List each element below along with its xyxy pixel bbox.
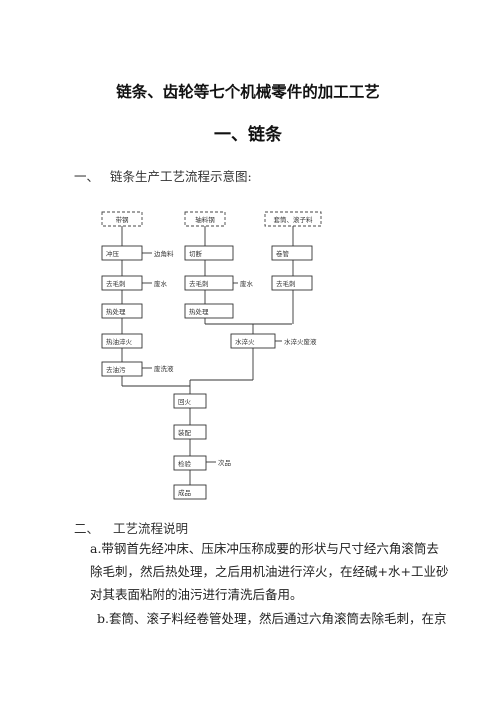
flow-c3-step-2: 去毛刺 xyxy=(276,279,296,288)
flow-c2-box-1 xyxy=(184,245,234,261)
flow-c2-step-3: 热处理 xyxy=(189,307,209,316)
flow-side-scrap: 边角料 xyxy=(154,249,174,258)
paragraph-a-line-3: 对其表面粘附的油污进行清洗后备用。 xyxy=(90,587,303,602)
paragraph-a-line-1: a.带钢首先经冲床、压床冲压称成要的形状与尺寸经六角滚筒去 xyxy=(90,541,439,556)
paragraph-b-line-1: b.套筒、滚子料经卷管处理，然后通过六角滚筒去除毛刺，在京 xyxy=(97,611,447,626)
flow-c3-box-1 xyxy=(271,245,313,261)
flow-src-1-box xyxy=(101,211,143,227)
flow-c1-step-4: 热油淬火 xyxy=(106,337,133,346)
flow-c2-step-1: 切断 xyxy=(189,249,203,258)
flow-src-3: 套筒、滚子料 xyxy=(274,215,314,224)
flow-src-2-box xyxy=(184,211,226,227)
flow-c1-step-1: 冲压 xyxy=(106,249,120,258)
flow-c3-box-2 xyxy=(271,275,313,291)
document-title: 链条、齿轮等七个机械零件的加工工艺 xyxy=(116,83,380,101)
flow-src-2: 轴料钢 xyxy=(195,215,215,224)
flow-merge-step: 水淬火 xyxy=(235,337,255,346)
flow-bottom-step-3: 检验 xyxy=(178,459,192,468)
paragraph-a-line-2: 除毛刺，然后热处理，之后用机油进行淬火，在经碱+水+工业砂 xyxy=(90,564,449,579)
flow-c3-step-1: 卷管 xyxy=(276,249,290,258)
section-2-text: 工艺流程说明 xyxy=(113,521,189,536)
flow-c2-step-2: 去毛刺 xyxy=(189,279,209,288)
flow-side-defect: 次品 xyxy=(218,458,231,467)
flow-c2-box-3 xyxy=(184,303,234,319)
section-1-number: 一、 xyxy=(74,169,100,184)
flow-c1-step-3: 热处理 xyxy=(106,307,126,316)
flow-side-wastewater-2: 废水 xyxy=(240,279,254,288)
flow-bottom-step-1: 回火 xyxy=(178,398,192,406)
flow-bottom-step-4: 成品 xyxy=(178,488,191,497)
flow-src-1: 带钢 xyxy=(116,216,130,224)
paragraph-a: a.带钢首先经冲床、压床冲压称成要的形状与尺寸经六角滚筒去 除毛刺，然后热处理，… xyxy=(90,537,448,606)
flow-side-wastewater-1: 废水 xyxy=(154,279,168,288)
paragraph-b: b.套筒、滚子料经卷管处理，然后通过六角滚筒去除毛刺，在京 xyxy=(97,607,446,630)
chain-process-flowchart: 带钢 轴料钢 套筒、滚子料 冲压 去毛刺 热处理 热油淬火 去油污 切断 去毛刺… xyxy=(101,211,322,500)
section-1-text: 链条生产工艺流程示意图: xyxy=(110,169,252,184)
flow-side-waste-wash: 废洗液 xyxy=(154,364,174,373)
section-heading-chain: 一、链条 xyxy=(214,125,282,145)
flow-side-quench-waste: 水淬火废液 xyxy=(284,337,317,346)
flow-c1-step-2: 去毛刺 xyxy=(106,279,126,288)
flow-c1-step-5: 去油污 xyxy=(106,365,126,374)
flow-bottom-step-2: 装配 xyxy=(178,428,192,437)
section-2-number: 二、 xyxy=(74,521,100,536)
